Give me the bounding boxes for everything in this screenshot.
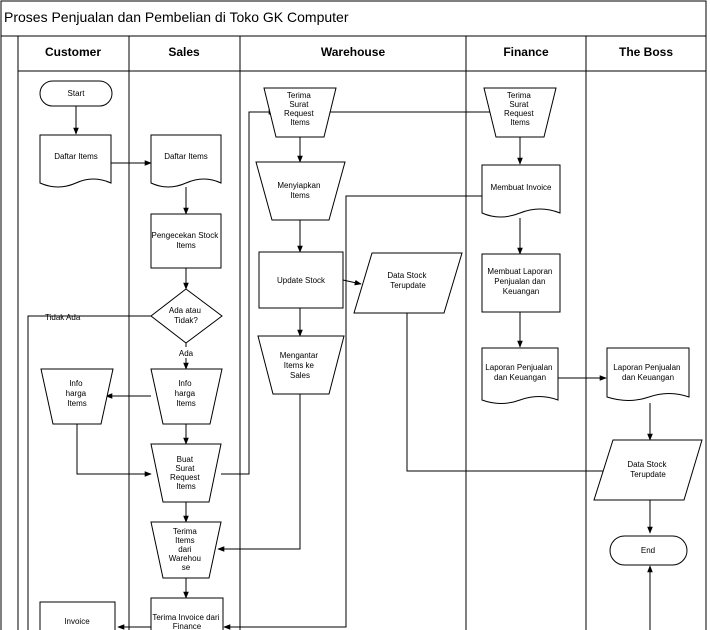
svg-text:Start: Start: [68, 89, 86, 98]
node-terima-surat-request-warehouse: Terima Surat Request Items: [263, 87, 337, 138]
svg-text:Daftar Items: Daftar Items: [54, 152, 98, 161]
svg-text:Terima Surat Reque: Terima Surat Request Items: [504, 91, 536, 127]
svg-text:Data Stock Terupdate: Data Stock Terupdate: [387, 271, 428, 290]
lane-customer: Customer: [45, 45, 101, 59]
svg-text:Terima Invoice dari Fina: Terima Invoice dari Finance: [152, 613, 221, 630]
svg-text:Terima Items dari: Terima Items dari Warehou se: [169, 527, 203, 572]
svg-text:Update Stock: Update Stock: [277, 276, 326, 285]
svg-text:Invoice: Invoice: [64, 617, 90, 626]
node-terima-surat-request-finance: Terima Surat Request Items: [483, 87, 557, 138]
node-laporan-penjualan-finance: Laporan Penjualan dan Keuangan: [481, 347, 559, 404]
edge-label-ada: Ada: [179, 349, 194, 358]
connectors: [27, 106, 653, 630]
svg-text:Ada atau Tidak?: Ada atau Tidak?: [169, 306, 203, 325]
node-terima-items-dari-warehouse: Terima Items dari Warehou se: [150, 521, 222, 579]
node-invoice: Invoice: [39, 601, 116, 630]
svg-text:Daftar Items: Daftar Items: [164, 152, 208, 161]
node-membuat-invoice: Membuat Invoice: [481, 164, 561, 218]
svg-text:Info harga Items: Info harga Items: [66, 379, 89, 408]
node-info-harga-customer: Info harga Items: [40, 368, 114, 425]
svg-text:Info harga Items: Info harga Items: [175, 379, 198, 408]
svg-text:Membuat Laporan Penjuala: Membuat Laporan Penjualan dan Keuangan: [487, 267, 554, 296]
edge-label-tidak-ada: Tidak Ada: [45, 313, 81, 322]
node-buat-surat-request: Buat Surat Request Items: [150, 443, 222, 503]
node-pengecekan-stock: Pengecekan Stock Items: [150, 213, 222, 269]
svg-text:Laporan Penjualan dan Ke: Laporan Penjualan dan Keuangan: [485, 363, 554, 382]
lane-sales: Sales: [168, 45, 200, 59]
node-data-stock-terupdate-warehouse: Data Stock Terupdate: [353, 252, 463, 314]
svg-text:Mengantar Items ke: Mengantar Items ke Sales: [280, 351, 320, 380]
svg-text:Data Stock Terupdate: Data Stock Terupdate: [627, 460, 668, 479]
node-start: Start: [39, 80, 113, 107]
svg-text:Buat Surat Request: Buat Surat Request Items: [170, 455, 202, 491]
node-daftar-items-sales: Daftar Items: [150, 134, 222, 188]
node-update-stock: Update Stock: [258, 251, 344, 309]
svg-text:Terima Surat Reque: Terima Surat Request Items: [284, 91, 316, 127]
node-laporan-penjualan-boss: Laporan Penjualan dan Keuangan: [606, 347, 690, 401]
node-menyiapkan-items: Menyiapkan Items: [255, 161, 346, 221]
svg-text:Pengecekan Stock Items: Pengecekan Stock Items: [152, 231, 221, 250]
node-mengantar-items: Mengantar Items ke Sales: [257, 335, 345, 395]
diagram-title: Proses Penjualan dan Pembelian di Toko G…: [4, 9, 349, 25]
lane-warehouse: Warehouse: [321, 45, 386, 59]
node-ada-atau-tidak-decision: Ada atau Tidak?: [150, 288, 223, 344]
node-daftar-items-customer: Daftar Items: [39, 134, 112, 188]
node-data-stock-terupdate-boss: Data Stock Terupdate: [593, 439, 703, 501]
lane-the-boss: The Boss: [619, 45, 673, 59]
svg-text:Laporan Penjualan dan Ke: Laporan Penjualan dan Keuangan: [613, 363, 682, 382]
node-terima-invoice: Terima Invoice dari Finance: [150, 597, 224, 630]
node-membuat-laporan: Membuat Laporan Penjualan dan Keuangan: [481, 253, 561, 313]
node-end: End: [609, 535, 688, 566]
lane-finance: Finance: [503, 45, 549, 59]
node-info-harga-sales: Info harga Items: [150, 368, 223, 425]
svg-text:End: End: [641, 546, 655, 555]
svg-text:Membuat Invoice: Membuat Invoice: [491, 183, 552, 192]
svg-text:Menyiapkan Items: Menyiapkan Items: [277, 181, 322, 200]
